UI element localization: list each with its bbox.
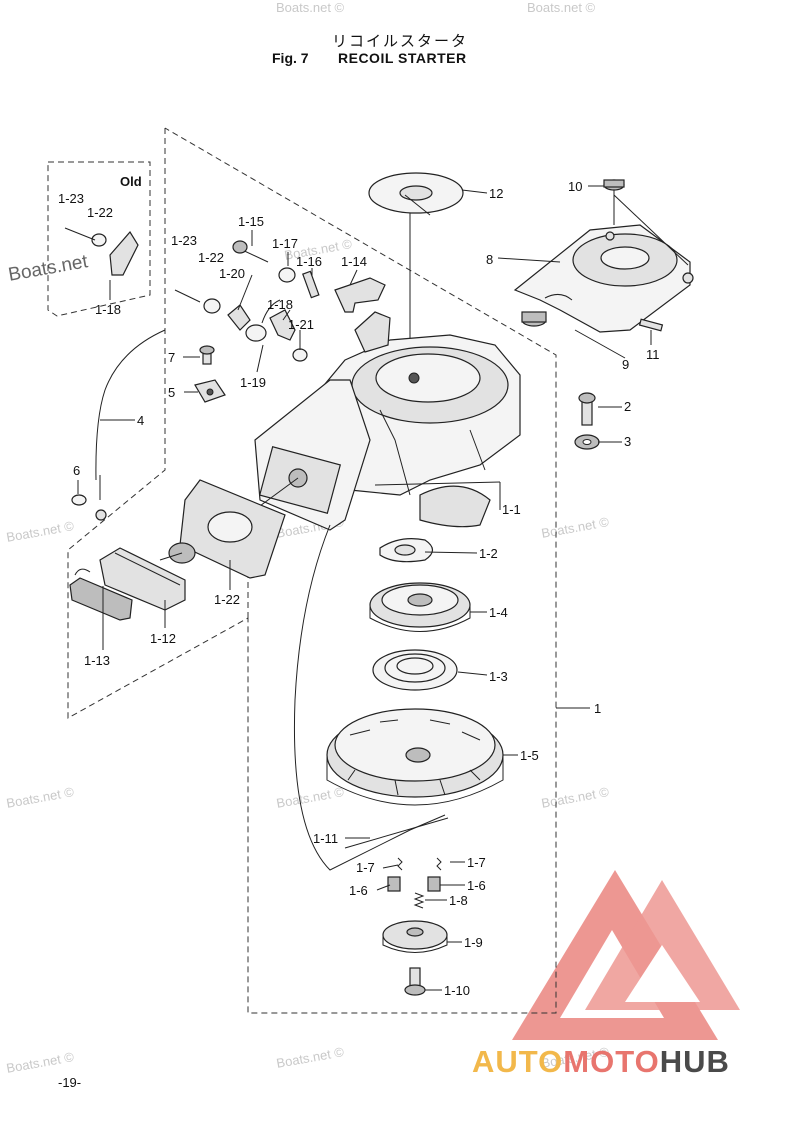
part-1-3-recoil-spring [372,649,458,691]
assembly-boundary-lines [47,127,557,1014]
part-1-22-handle-plate [179,479,286,579]
label-part-1-3: 1-3 [489,669,508,684]
label-part-1-5: 1-5 [520,748,539,763]
label-part-1-14: 1-14 [341,254,367,269]
part-1-18-link [109,230,296,341]
label-part-3: 3 [624,434,631,449]
label-part-1-17: 1-17 [272,236,298,251]
part-11-clip [638,318,664,332]
part-6-o-ring [71,494,87,506]
label-part-11: 11 [646,347,660,362]
label-part-2: 2 [624,399,631,414]
part-3-washer [574,434,600,450]
label-part-1: 1 [594,701,601,716]
label-part-1-22: 1-22 [198,250,224,265]
brand-logo-text: AUTOMOTOHUB [472,1044,730,1080]
part-1-22-collar [91,233,221,314]
label-part-1-10: 1-10 [444,983,470,998]
label-part-10: 10 [568,179,582,194]
label-old-part-1-18: 1-18 [95,302,121,317]
part-1-21-washer [292,348,308,362]
label-part-5: 5 [168,385,175,400]
label-old-part-1-22: 1-22 [87,205,113,220]
part-1-16-pin [302,270,320,299]
part-1-13-handle-insert [69,568,133,621]
leader-lines [77,185,652,991]
label-part-1-4: 1-4 [489,605,508,620]
figure-title-japanese: リコイルスタータ [331,32,468,50]
part-1-4-spring-case [369,582,471,632]
label-part-4: 4 [137,413,144,428]
part-1-6-ratchet [387,876,441,892]
part-1-11-rope [344,817,449,849]
brand-logo-part-auto: AUTO [472,1044,564,1079]
part-1-1-starter-housing [254,311,521,531]
label-part-1-2: 1-2 [479,546,498,561]
part-7-screw [199,345,215,365]
part-1-9-drive-plate [382,920,448,953]
part-1-2-gasket [379,538,434,563]
label-part-1-6-right: 1-6 [467,878,486,893]
part-1-8-spring [413,892,425,909]
label-part-1-22-plate: 1-22 [214,592,240,607]
label-part-1-15: 1-15 [238,214,264,229]
label-part-1-9: 1-9 [464,935,483,950]
part-12-washer-plate [368,172,464,385]
label-part-1-1: 1-1 [502,502,521,517]
label-part-1-16: 1-16 [296,254,322,269]
label-part-8: 8 [486,252,493,267]
label-part-1-11: 1-11 [313,831,338,846]
label-part-9: 9 [622,357,629,372]
label-part-1-6-left: 1-6 [349,883,368,898]
part-1-19-spring [245,299,281,342]
label-part-12: 12 [489,186,503,201]
part-1-17-washer [278,267,296,283]
part-labels: Old 12 10 8 9 11 2 3 1-1 1-2 1-4 1-3 1 1… [58,174,660,998]
page-number: -19- [58,1075,82,1090]
label-part-1-7-right: 1-7 [467,855,486,870]
old-box-label: Old [120,174,142,189]
label-part-1-19: 1-19 [240,375,266,390]
label-part-1-20: 1-20 [219,266,245,281]
part-9-grommet [521,311,547,327]
part-4-throttle-cable [95,329,166,521]
watermark: Boats.net © [276,0,345,15]
part-1-5-reel [326,708,504,806]
label-part-1-8: 1-8 [449,893,468,908]
figure-number: Fig. 7 [272,50,309,66]
part-1-14-lever [334,277,386,313]
part-2-bolt [578,392,596,426]
label-part-1-21: 1-21 [288,317,314,332]
part-1-23-bushing [64,227,201,303]
part-1-10-bolt [404,967,426,996]
label-old-part-1-23: 1-23 [58,191,84,206]
brand-logo-part-moto: MOTO [563,1044,660,1079]
label-part-6: 6 [73,463,80,478]
part-8-cover [513,224,694,333]
watermark: Boats.net © [527,0,596,15]
label-part-1-12: 1-12 [150,631,176,646]
part-10-nut [603,179,689,266]
label-part-1-7-left: 1-7 [356,860,375,875]
part-1-20-plate [227,304,251,331]
part-1-15-bolt [232,240,269,263]
part-1-12-starter-handle [99,542,196,611]
part-5-cable-clamp [194,379,226,403]
part-1-7-spring [397,857,442,871]
label-part-1-13: 1-13 [84,653,110,668]
brand-logo-part-hub: HUB [659,1044,730,1079]
brand-logo-mark [512,870,740,1040]
figure-title: RECOIL STARTER [338,50,467,66]
label-part-7: 7 [168,350,175,365]
label-part-1-18: 1-18 [267,297,293,312]
label-part-1-23: 1-23 [171,233,197,248]
